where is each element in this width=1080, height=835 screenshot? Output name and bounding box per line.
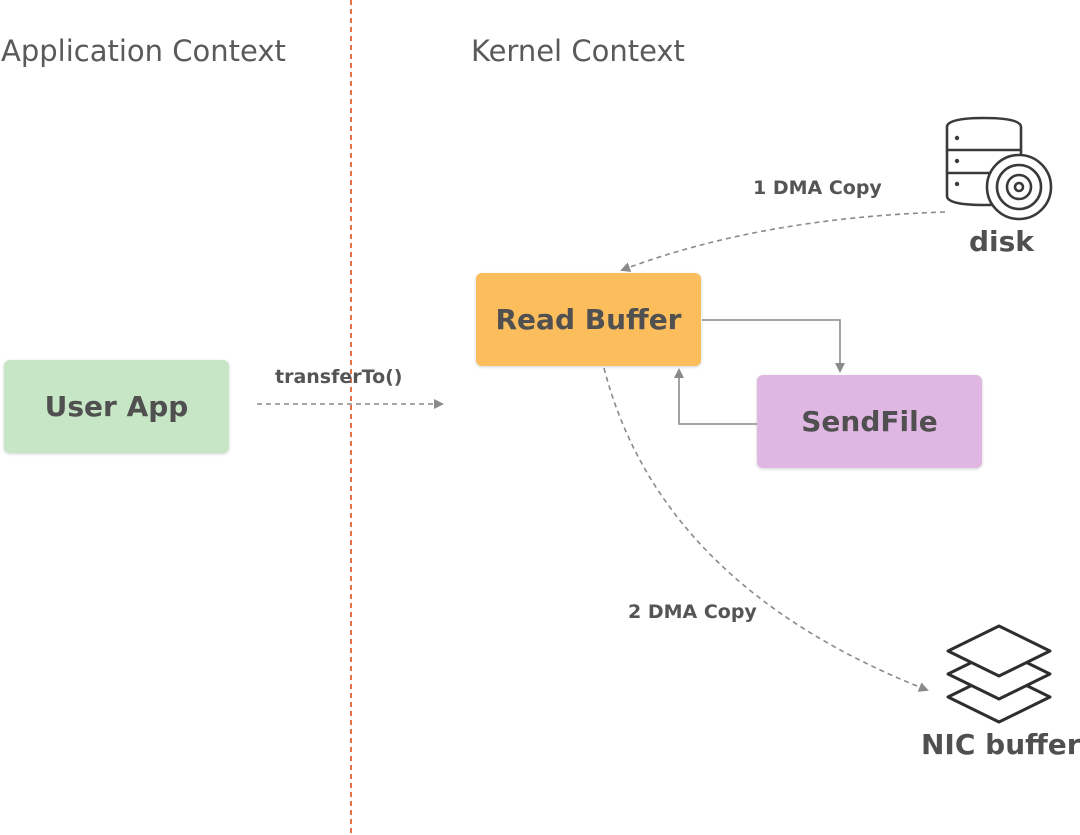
application-context-heading: Application Context bbox=[1, 34, 286, 68]
layers-icon bbox=[946, 624, 1052, 724]
kernel-context-heading: Kernel Context bbox=[471, 34, 685, 68]
dma-copy-1-arrow bbox=[620, 211, 946, 272]
nic-buffer-label: NIC buffer bbox=[921, 728, 1080, 761]
read-buffer-node: Read Buffer bbox=[476, 273, 701, 366]
user-app-label: User App bbox=[44, 390, 189, 423]
sendfile-to-readbuffer-arrow bbox=[674, 368, 757, 425]
disk-icon bbox=[945, 116, 1053, 221]
read-buffer-label: Read Buffer bbox=[495, 303, 682, 336]
sendfile-node: SendFile bbox=[757, 375, 982, 468]
dma-copy-2-arrow bbox=[603, 367, 929, 692]
dma-copy-1-label: 1 DMA Copy bbox=[753, 177, 882, 199]
transfer-to-label: transferTo() bbox=[275, 366, 403, 388]
readbuffer-to-sendfile-arrow bbox=[702, 319, 845, 373]
disk-label: disk bbox=[969, 225, 1034, 258]
user-app-node: User App bbox=[4, 360, 229, 453]
dma-copy-2-label: 2 DMA Copy bbox=[628, 601, 757, 623]
sendfile-label: SendFile bbox=[801, 405, 938, 438]
